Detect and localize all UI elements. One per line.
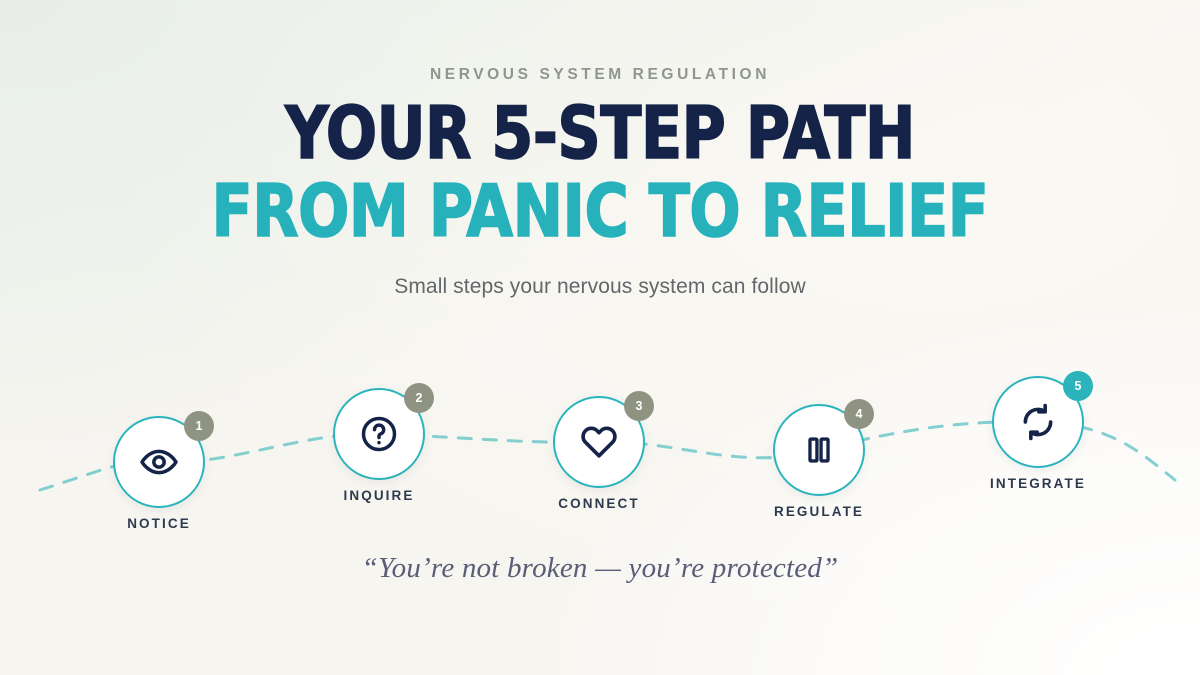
step-number-badge: 3 [624,391,654,421]
step-label-connect: CONNECT [558,496,640,511]
step-label-inquire: INQUIRE [343,488,415,503]
step-number-badge: 4 [844,399,874,429]
step-label-integrate: INTEGRATE [990,476,1086,491]
header-block: NERVOUS SYSTEM REGULATION YOUR 5-STEP PA… [0,0,1200,299]
eyebrow-text: NERVOUS SYSTEM REGULATION [429,66,771,83]
journey-step-connect[interactable]: 3 CONNECT [553,391,654,511]
journey-step-integrate[interactable]: 5 INTEGRATE [990,371,1093,491]
step-number-badge: 2 [404,383,434,413]
pause-icon [808,437,830,463]
step-number-badge: 1 [184,411,214,441]
journey-path: 1 NOTICE 2 INQUIRE 3 CONNECT [0,340,1200,570]
heart-icon [581,426,617,458]
journey-step-notice[interactable]: 1 NOTICE [113,411,214,531]
step-number-badge: 5 [1063,371,1093,401]
closing-quote: “You’re not broken — you’re protected” [361,552,839,584]
journey-step-regulate[interactable]: 4 REGULATE [773,399,874,519]
headline-line-2: FROM PANIC TO RELIEF [211,168,990,253]
step-label-regulate: REGULATE [773,504,865,519]
refresh-cycle-icon [1023,403,1053,441]
question-mark-circle-icon [361,416,397,452]
eye-icon [140,449,178,475]
headline-line-1: YOUR 5-STEP PATH [284,91,916,175]
subtitle-text: Small steps your nervous system can foll… [394,275,806,299]
journey-step-inquire[interactable]: 2 INQUIRE [333,383,434,503]
step-label-notice: NOTICE [127,516,191,531]
